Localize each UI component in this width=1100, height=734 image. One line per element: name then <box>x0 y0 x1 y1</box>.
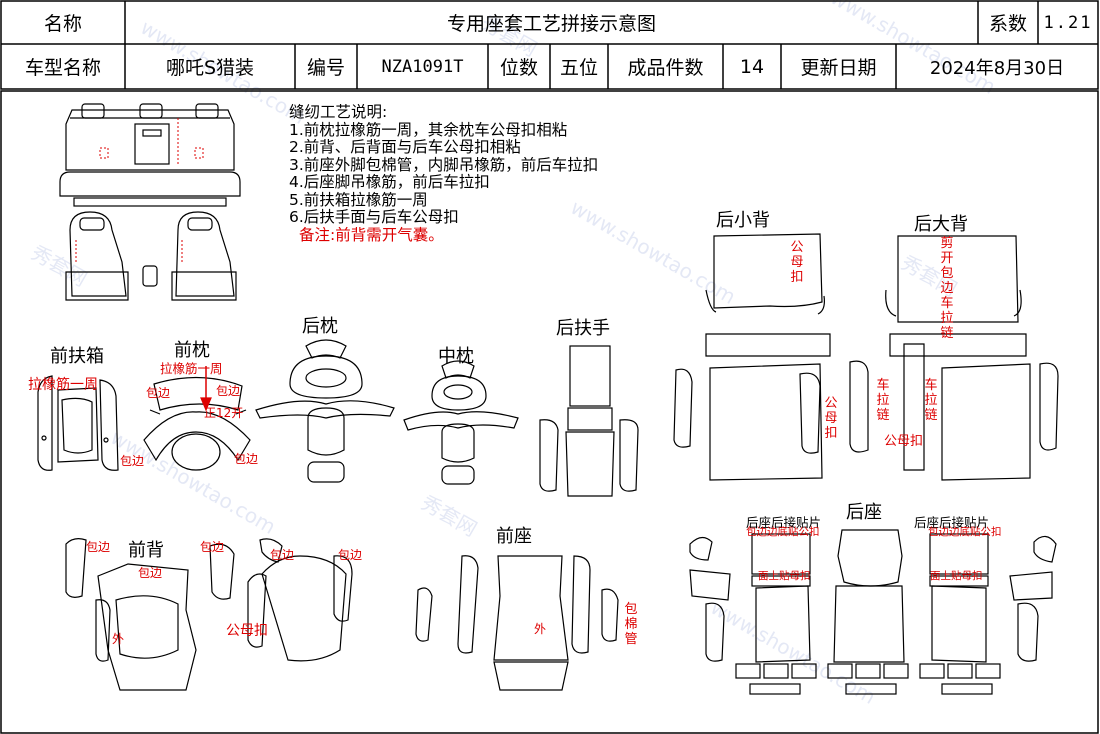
annotation-edge-bind: 包边 <box>200 540 225 554</box>
sheet-title: 专用座套工艺拼接示意图 <box>446 13 656 35</box>
model-value: 哪吒S猎装 <box>165 57 255 79</box>
annotation-top-female-right: 面上贴母扣 <box>930 570 983 582</box>
pieces-value: 14 <box>739 55 765 78</box>
part-title-rear-seat: 后座 <box>846 502 882 523</box>
front-seat-pieces <box>415 555 619 691</box>
front-back-pieces <box>65 538 353 691</box>
part-title-rear-small-back: 后小背 <box>716 210 770 231</box>
annotation-snap-fastener: 公母扣 <box>884 434 924 449</box>
notes-heading: 缝纫工艺说明: <box>289 103 388 121</box>
part-title-front-headrest: 前枕 <box>174 340 210 361</box>
seat-overview <box>59 103 241 301</box>
part-title-front-armrest: 前扶箱 <box>50 346 104 367</box>
pieces-label: 成品件数 <box>627 57 704 79</box>
annotation-slit: 正12开 <box>204 406 244 420</box>
front-armrest-pieces <box>37 375 119 471</box>
part-title-mid-headrest: 中枕 <box>438 346 474 367</box>
annotation-pull-elastic: 拉橡筋一周 <box>28 377 98 393</box>
date-value: 2024年8月30日 <box>929 57 1065 79</box>
sewing-notes: 缝纫工艺说明: 1.前枕拉橡筋一周，其余枕车公母扣相粘 2.前背、后背面与后车公… <box>289 103 599 244</box>
annotation-zipper-right: 车拉链 <box>924 378 938 423</box>
rear-seat-pieces <box>689 529 1057 695</box>
name-label: 名称 <box>43 13 82 35</box>
annotation-pull-elastic-headrest: 拉橡筋一周 <box>160 361 223 376</box>
annotation-top-female-left: 面上贴母扣 <box>758 570 811 582</box>
notes-remark: 备注:前背需开气囊。 <box>299 225 444 244</box>
annotation-bottom-snap-right: 包边边底贴公扣 <box>928 526 1002 538</box>
rear-big-back-pieces <box>849 235 1059 481</box>
annotation-edge-bind: 包边 <box>338 548 363 562</box>
part-title-rear-armrest: 后扶手 <box>556 318 610 339</box>
annotation-edge-bind: 包边 <box>86 540 111 554</box>
code-label: 编号 <box>306 57 345 79</box>
annotation-bottom-snap-left: 包边边底贴公扣 <box>746 526 820 538</box>
model-label: 车型名称 <box>24 57 101 79</box>
rear-small-back-pieces <box>673 233 831 481</box>
annotation-edge-bind: 包边 <box>138 566 163 580</box>
note-item: 2.前背、后背面与后车公母扣相粘 <box>289 138 521 156</box>
part-title-rear-big-back: 后大背 <box>914 214 968 235</box>
rear-armrest-pieces <box>539 345 639 497</box>
note-item: 6.后扶手面与后车公母扣 <box>289 208 459 226</box>
annotation-edge-bind: 包边 <box>146 386 171 400</box>
part-title-front-back: 前背 <box>128 540 164 561</box>
front-headrest-pieces <box>143 376 251 471</box>
seats-value: 五位 <box>559 57 598 79</box>
note-item: 3.前座外脚包棉管，内脚吊橡筋，前后车拉扣 <box>289 155 599 174</box>
annotation-edge-bind: 包边 <box>270 548 295 562</box>
annotation-edge-bind: 包边 <box>234 452 259 466</box>
annotation-outer: 外 <box>112 632 125 646</box>
annotation-open-edge-zipper: 剪开包边车拉链 <box>940 236 954 341</box>
annotation-outer: 外 <box>534 622 547 636</box>
seats-label: 位数 <box>499 57 538 79</box>
part-title-rear-headrest: 后枕 <box>302 316 338 337</box>
note-item: 1.前枕拉橡筋一周，其余枕车公母扣相粘 <box>289 120 568 139</box>
rear-headrest-pieces <box>255 339 395 483</box>
part-title-rear-seat-patch-right: 后座后接贴片 <box>914 515 990 530</box>
date-label: 更新日期 <box>800 57 877 79</box>
annotation-edge-tube: 包棉管 <box>624 602 638 647</box>
annotation-edge-bind: 包边 <box>216 384 241 398</box>
annotation-zipper-left: 车拉链 <box>876 378 890 423</box>
note-item: 4.后座脚吊橡筋，前后车拉扣 <box>289 173 490 191</box>
annotation-vertical-snap: 公母扣 <box>790 240 804 285</box>
annotation-edge-bind: 包边 <box>120 454 145 468</box>
part-title-rear-seat-patch-left: 后座后接贴片 <box>746 515 822 530</box>
code-value: NZA1091T <box>381 56 464 77</box>
mid-headrest-pieces <box>403 360 519 485</box>
annotation-vertical-snap: 公母扣 <box>824 396 838 441</box>
annotation-snap-fastener: 公母扣 <box>226 623 268 639</box>
part-title-front-seat: 前座 <box>496 526 532 547</box>
coef-value: 1.21 <box>1043 12 1093 33</box>
note-item: 5.前扶箱拉橡筋一周 <box>289 190 428 209</box>
coef-label: 系数 <box>988 13 1027 35</box>
